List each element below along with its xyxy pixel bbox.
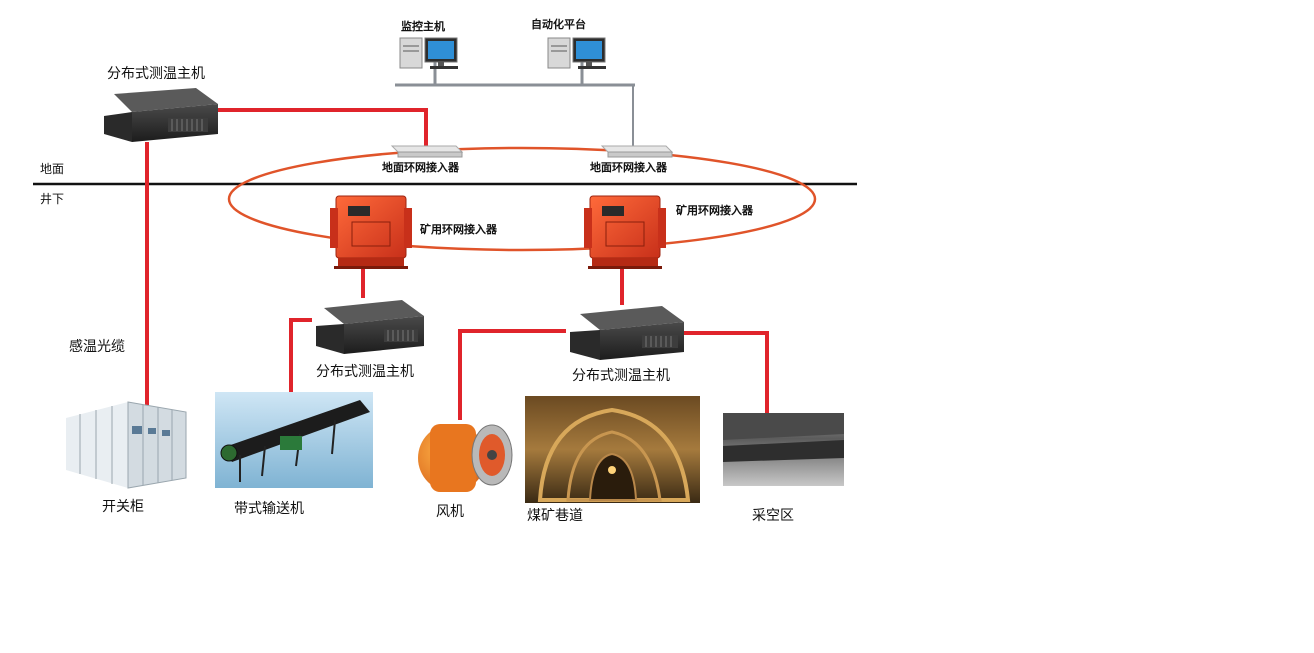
belt-conveyor-image	[215, 392, 373, 488]
top-server-icon	[104, 88, 218, 142]
mid-server-icon	[316, 300, 424, 354]
automation-platform-label: 自动化平台	[531, 18, 586, 31]
surface-label: 地面	[40, 162, 65, 176]
right-server-icon	[570, 306, 684, 360]
mid-host-label: 分布式测温主机	[316, 364, 414, 380]
ground-ring-access-1-label: 地面环网接入器	[382, 161, 459, 174]
mine-ring-access-1-icon	[330, 195, 412, 269]
ground-ring-access-2-icon	[600, 145, 674, 158]
mine-ring-access-1-label: 矿用环网接入器	[420, 223, 497, 236]
top-host-label: 分布式测温主机	[107, 66, 205, 82]
mine-ring-access-2-label: 矿用环网接入器	[676, 204, 753, 217]
sensing-cables	[145, 108, 769, 420]
switch-cabinet-label: 开关柜	[102, 499, 144, 515]
switch-cabinet-image	[66, 401, 187, 489]
monitor-host-computer-icon	[399, 37, 458, 69]
right-host-label: 分布式测温主机	[572, 368, 670, 384]
fan-label: 风机	[436, 504, 464, 520]
goaf-label: 采空区	[752, 508, 794, 524]
underground-label: 井下	[40, 192, 65, 206]
coal-roadway-label: 煤矿巷道	[527, 508, 583, 524]
surface-network-lines	[395, 62, 635, 147]
belt-conveyor-label: 带式输送机	[234, 501, 304, 517]
sensing-cable-label: 感温光缆	[69, 339, 125, 355]
monitor-host-label: 监控主机	[401, 20, 445, 33]
ground-ring-access-2-label: 地面环网接入器	[590, 161, 667, 174]
automation-platform-computer-icon	[547, 37, 606, 69]
ring-network	[227, 146, 817, 252]
mine-ring-access-2-icon	[584, 195, 666, 269]
coal-roadway-image	[525, 396, 700, 503]
ground-ring-access-1-icon	[390, 145, 464, 158]
goaf-image	[723, 413, 844, 486]
fan-image	[418, 424, 513, 492]
